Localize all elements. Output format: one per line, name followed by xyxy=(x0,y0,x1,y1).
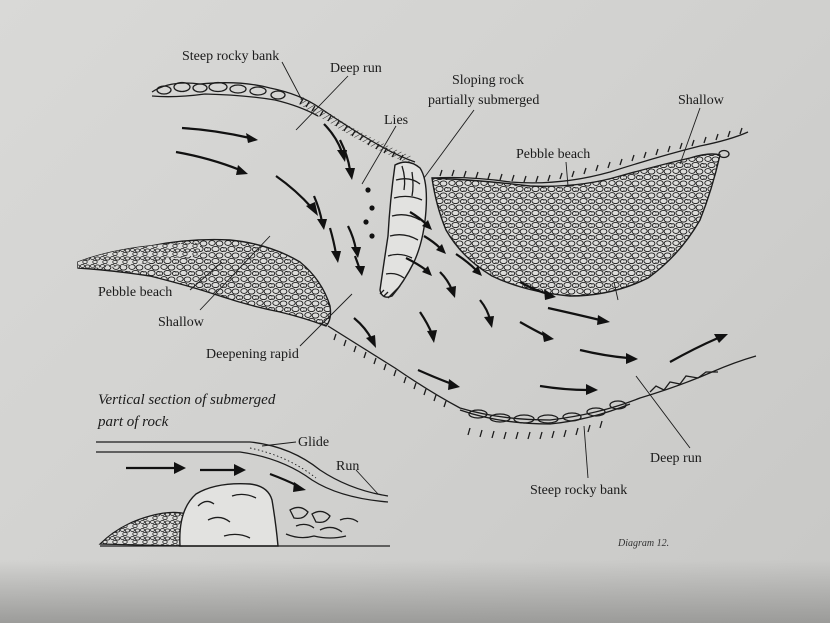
label-pebble-beach-right: Pebble beach xyxy=(516,147,590,162)
label-deepening-rapid: Deepening rapid xyxy=(206,347,299,362)
inset-title-line2: part of rock xyxy=(97,414,169,430)
inset-title-line1: Vertical section of submerged xyxy=(98,392,276,408)
label-pebble-beach-left: Pebble beach xyxy=(98,285,172,300)
diagram-caption: Diagram 12. xyxy=(617,538,669,549)
label-sloping-rock-line2: partially submerged xyxy=(428,93,539,108)
label-deep-run-top: Deep run xyxy=(330,61,382,76)
label-steep-rocky-bank-bottom: Steep rocky bank xyxy=(530,483,627,498)
leader-lines xyxy=(189,61,701,479)
top-rocky-bank xyxy=(151,81,416,164)
right-pebble-beach xyxy=(431,127,749,297)
lies-markers xyxy=(363,187,375,239)
flow-arrows xyxy=(175,123,728,395)
page-shadow xyxy=(0,560,830,623)
label-sloping-rock-line1: Sloping rock xyxy=(452,73,524,88)
inset-label-glide: Glide xyxy=(298,435,329,450)
label-shallow-right: Shallow xyxy=(678,93,725,108)
label-steep-rocky-bank-top: Steep rocky bank xyxy=(182,49,279,64)
sloping-rock xyxy=(379,161,428,299)
label-deep-run-bottom: Deep run xyxy=(650,451,702,466)
inset-vertical-section: Vertical section of submerged part of ro… xyxy=(96,392,390,547)
label-shallow-left: Shallow xyxy=(158,315,205,330)
bottom-rocky-bank xyxy=(327,325,757,440)
left-pebble-beach xyxy=(77,238,332,327)
inset-label-run: Run xyxy=(336,459,359,474)
label-lies: Lies xyxy=(384,113,408,128)
